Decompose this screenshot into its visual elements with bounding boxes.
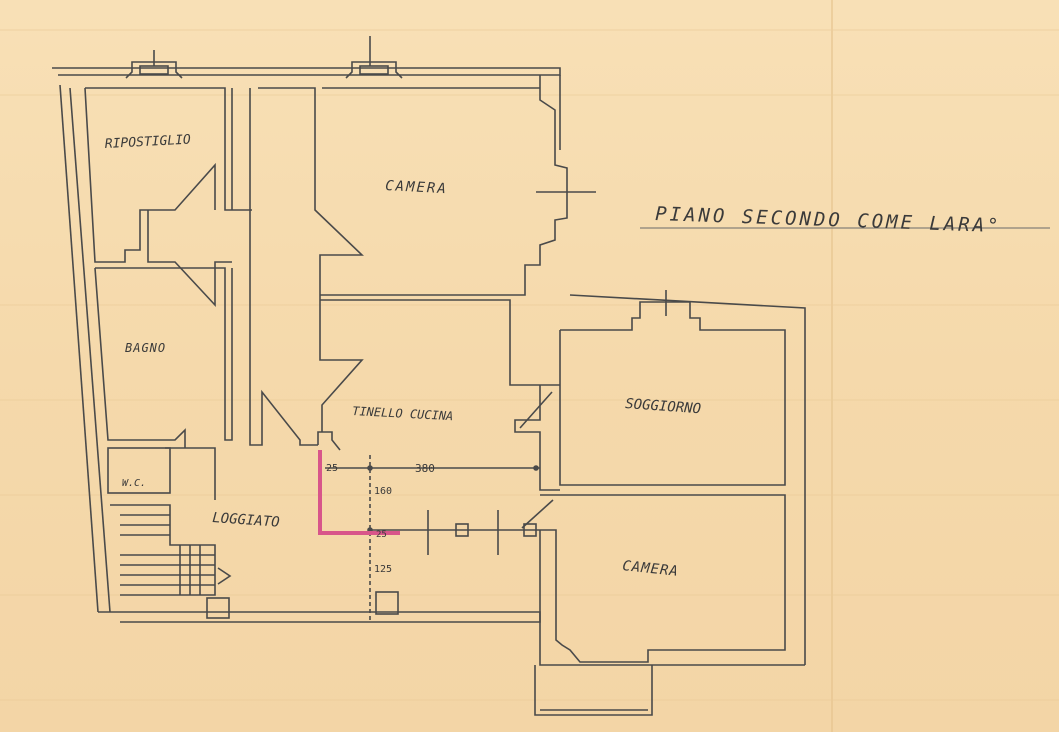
highlight-wall: [318, 450, 400, 535]
room-label-ripostiglio: RIPOSTIGLIO: [104, 133, 191, 152]
dimension-160: 160: [374, 486, 392, 497]
room-label-camera-top: CAMERA: [385, 178, 448, 197]
room-label-bagno: BAGNO: [125, 341, 166, 355]
dimension-380: 380: [415, 462, 435, 475]
plan-title: PIANO SECONDO COME LARA°: [655, 203, 1002, 237]
room-label-loggiato: LOGGIATO: [212, 510, 280, 531]
room-label-tinello: TINELLO CUCINA: [352, 404, 454, 423]
room-label-wc: W.C.: [122, 478, 146, 489]
room-label-soggiorno: SOGGIORNO: [625, 396, 702, 417]
dimension-125: 125: [374, 564, 392, 575]
dimension-25-bottom: 25: [376, 530, 387, 540]
dimension-25-top: 25: [326, 463, 338, 474]
room-label-camera-bottom: CAMERA: [622, 558, 680, 580]
walls: [52, 36, 806, 716]
